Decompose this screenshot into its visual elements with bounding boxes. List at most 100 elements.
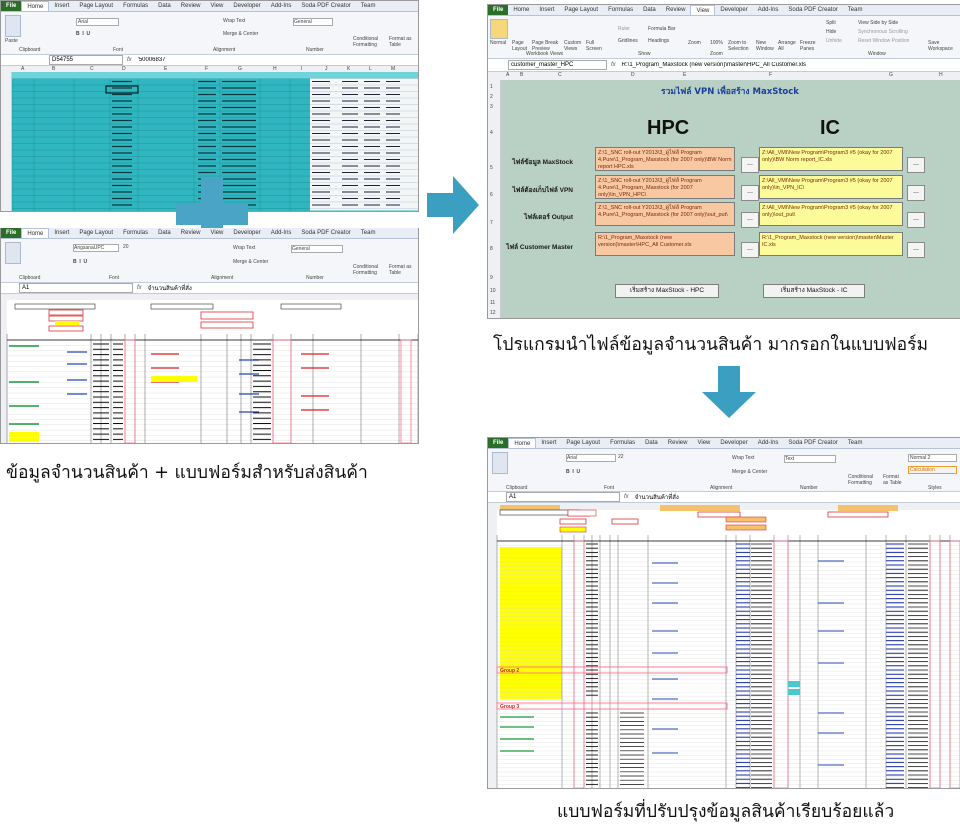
hpc-browse-button[interactable]: ...	[741, 185, 759, 201]
normal-view-button[interactable]	[490, 19, 508, 39]
wrap-text-button[interactable]: Wrap Text	[223, 18, 246, 24]
formula-input[interactable]: '50006837	[137, 57, 166, 63]
zoom-button[interactable]: Zoom	[688, 40, 701, 46]
zoom-100-button[interactable]: 100%	[710, 40, 723, 46]
row-header[interactable]: 1	[490, 84, 493, 90]
column-header-a[interactable]: A	[21, 66, 25, 72]
column-header-i[interactable]: I	[301, 66, 303, 72]
style-normal2[interactable]: Normal 2	[908, 454, 957, 462]
row-header[interactable]: 4	[490, 130, 493, 136]
hpc-path-field[interactable]: Z:\1_SNC roll-out Y2013\3_ดูไฟล์ Program…	[595, 175, 735, 199]
column-header-a[interactable]: A	[506, 72, 510, 78]
tab-data[interactable]: Data	[645, 440, 658, 446]
conditional-formatting-button[interactable]: Conditional Formatting	[353, 36, 379, 48]
tab-page-layout[interactable]: Page Layout	[79, 230, 114, 236]
ic-path-field[interactable]: Z:\All_VMI\New Program\Program3 #5 (okay…	[759, 147, 903, 171]
tab-insert[interactable]: Insert	[54, 230, 70, 236]
tab-file[interactable]: File	[488, 5, 509, 15]
ic-path-field[interactable]: Z:\All_VMI\New Program\Program3 #5 (okay…	[759, 202, 903, 226]
column-header-h[interactable]: H	[273, 66, 277, 72]
ic-browse-button[interactable]: ...	[907, 185, 925, 201]
column-header-c[interactable]: C	[90, 66, 94, 72]
name-box[interactable]: D54755	[49, 55, 123, 65]
tab-view[interactable]: View	[210, 3, 224, 9]
row-header[interactable]: 3	[490, 104, 493, 110]
ic-path-field[interactable]: Z:\All_VMI\New Program\Program3 #5 (okay…	[759, 175, 903, 199]
column-header-g[interactable]: G	[889, 72, 893, 78]
formula-bar-checkbox[interactable]: Formula Bar	[648, 26, 676, 32]
tab-review[interactable]: Review	[665, 7, 686, 13]
paste-button[interactable]	[5, 242, 21, 264]
tab-file[interactable]: File	[1, 1, 22, 11]
column-header-e[interactable]: E	[683, 72, 687, 78]
tab-file[interactable]: File	[488, 438, 509, 448]
hpc-browse-button[interactable]: ...	[741, 157, 759, 173]
column-header-b[interactable]: B	[520, 72, 524, 78]
tab-insert[interactable]: Insert	[539, 7, 555, 13]
conditional-formatting-button[interactable]: Conditional Formatting	[848, 474, 874, 486]
column-header-l[interactable]: L	[369, 66, 372, 72]
tab-developer[interactable]: Developer	[233, 3, 261, 9]
tab-home[interactable]: Home	[508, 438, 537, 448]
formula-input[interactable]: จำนวนสินค้าที่สั่ง	[147, 286, 192, 292]
column-header-j[interactable]: J	[325, 66, 328, 72]
format-as-table-button[interactable]: Format as Table	[389, 264, 412, 276]
ic-path-field[interactable]: R:\1_Program_Maxstock (new version)\mast…	[759, 232, 903, 256]
tab-soda-pdf-creator[interactable]: Soda PDF Creator	[301, 230, 351, 236]
tab-home[interactable]: Home	[21, 1, 50, 11]
tab-developer[interactable]: Developer	[720, 7, 748, 13]
tab-team[interactable]: Team	[360, 3, 376, 9]
tab-view[interactable]: View	[690, 5, 716, 15]
column-header-f[interactable]: F	[205, 66, 209, 72]
column-header-g[interactable]: G	[238, 66, 242, 72]
row-header[interactable]: 6	[490, 192, 493, 198]
ic-browse-button[interactable]: ...	[907, 212, 925, 228]
row-header[interactable]: 8	[490, 246, 493, 252]
row-header[interactable]: 2	[490, 94, 493, 100]
ic-browse-button[interactable]: ...	[907, 242, 925, 258]
hpc-path-field[interactable]: Z:\1_SNC roll-out Y2013\3_ดูไฟล์ Program…	[595, 147, 735, 171]
merge-center-button[interactable]: Merge & Center	[732, 469, 768, 475]
tab-team[interactable]: Team	[360, 230, 376, 236]
tab-team[interactable]: Team	[847, 7, 863, 13]
tab-page-layout[interactable]: Page Layout	[564, 7, 599, 13]
format-as-table-button[interactable]: Format as Table	[883, 474, 902, 486]
tab-developer[interactable]: Developer	[720, 440, 748, 446]
tab-add-ins[interactable]: Add-Ins	[757, 440, 779, 446]
tab-soda-pdf-creator[interactable]: Soda PDF Creator	[788, 7, 838, 13]
hpc-path-field[interactable]: R:\1_Program_Maxstock (new version)\mast…	[595, 232, 735, 256]
tab-formulas[interactable]: Formulas	[123, 230, 149, 236]
font-size-box[interactable]: 22	[618, 454, 624, 460]
tab-home[interactable]: Home	[513, 7, 530, 13]
gridlines-checkbox[interactable]: Gridlines	[618, 38, 638, 44]
hpc-path-field[interactable]: Z:\1_SNC roll-out Y2013\3_ดูไฟล์ Program…	[595, 202, 735, 226]
tab-review[interactable]: Review	[180, 3, 201, 9]
name-box[interactable]: A1	[19, 283, 133, 293]
hpc-browse-button[interactable]: ...	[741, 212, 759, 228]
zoom-selection-button[interactable]: Zoom to Selection	[728, 40, 749, 52]
tab-soda-pdf-creator[interactable]: Soda PDF Creator	[301, 3, 351, 9]
headings-checkbox[interactable]: Headings	[648, 38, 670, 44]
column-header-f[interactable]: F	[769, 72, 773, 78]
column-header-h[interactable]: H	[939, 72, 943, 78]
number-format-box[interactable]: General	[291, 245, 343, 253]
paste-button[interactable]	[492, 452, 508, 474]
tab-data[interactable]: Data	[643, 7, 656, 13]
font-size-box[interactable]: 20	[123, 244, 129, 250]
number-format-box[interactable]: Text	[784, 455, 836, 463]
column-header-k[interactable]: K	[347, 66, 351, 72]
row-header[interactable]: 12	[490, 310, 496, 316]
row-header[interactable]: 10	[490, 288, 496, 294]
format-as-table-button[interactable]: Format as Table	[389, 36, 412, 48]
formula-input[interactable]: จำนวนสินค้าที่สั่ง	[634, 495, 679, 501]
start-ic-button[interactable]: เริ่มสร้าง MaxStock - IC	[763, 284, 865, 298]
tab-page-layout[interactable]: Page Layout	[79, 3, 114, 9]
tab-developer[interactable]: Developer	[233, 230, 261, 236]
tab-add-ins[interactable]: Add-Ins	[270, 3, 292, 9]
style-calculation[interactable]: Calculation	[908, 466, 957, 474]
wrap-text-button[interactable]: Wrap Text	[732, 455, 755, 461]
tab-soda-pdf-creator[interactable]: Soda PDF Creator	[788, 440, 838, 446]
row-header[interactable]: 7	[490, 220, 493, 226]
tab-page-layout[interactable]: Page Layout	[566, 440, 601, 446]
tab-formulas[interactable]: Formulas	[123, 3, 149, 9]
